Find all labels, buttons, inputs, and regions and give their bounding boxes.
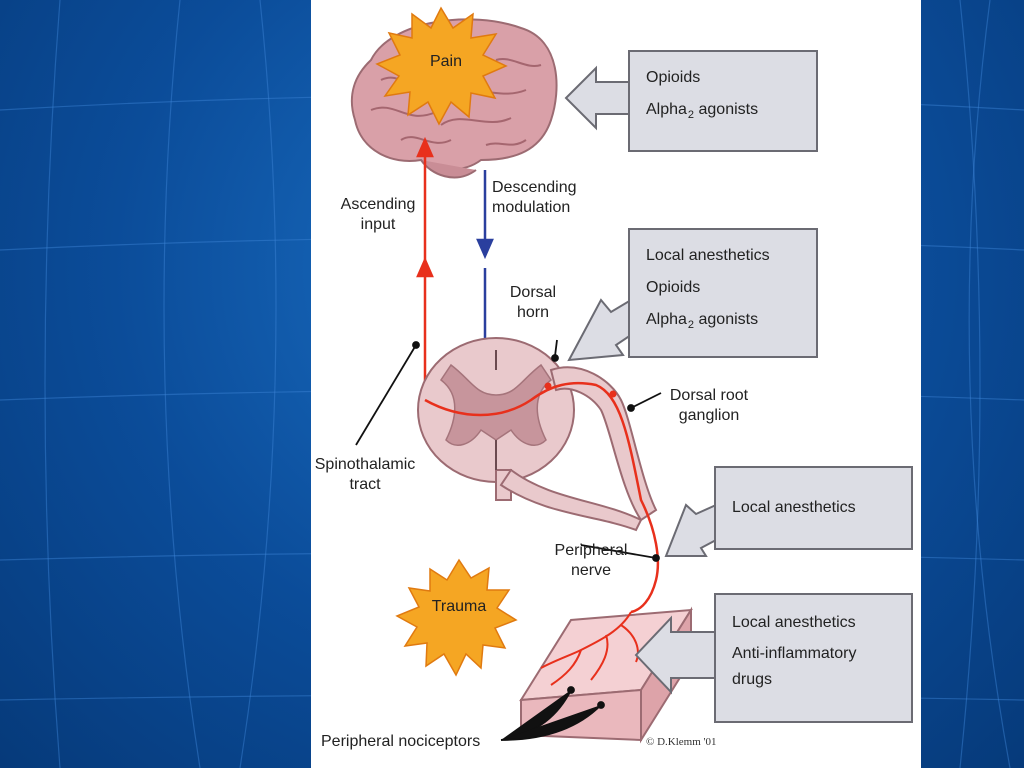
credit-text: © D.Klemm '01 [646, 736, 717, 748]
spinal-drug-opioids: Opioids [646, 279, 701, 296]
brain-drugs-box: Opioids Alpha2 agonists [628, 50, 818, 152]
spinal-drug-local-anesthetics: Local anesthetics [646, 247, 770, 264]
dorsal-root [499, 366, 658, 532]
pointer-arrows [564, 65, 717, 695]
diagram-panel: Pain Trauma Ascending input Descending m… [311, 0, 921, 768]
pain-label: Pain [429, 53, 463, 70]
pain-pathway [424, 381, 660, 614]
spinothalamic-tract-line2: tract [349, 476, 381, 493]
ascending-arrow [416, 136, 434, 400]
descending-arrow [476, 170, 494, 370]
trauma-label: Trauma [431, 598, 487, 615]
tissue-drugs-box: Local anesthetics Anti-inflammatory drug… [714, 593, 913, 723]
tissue-drug-drugs: drugs [732, 671, 773, 688]
pain-burst [375, 6, 508, 126]
alpha-text: Alpha [646, 311, 687, 328]
dorsal-root-ganglion-line1: Dorsal root [669, 387, 749, 404]
diagram-artwork [350, 6, 717, 744]
agonists-text: agonists [694, 101, 759, 118]
alpha-text: Alpha [646, 101, 687, 118]
ascending-input-label: Ascending input [333, 195, 423, 235]
trauma-burst [395, 558, 518, 677]
descending-modulation-label: Descending modulation [492, 178, 577, 218]
peripheral-nociceptors-label: Peripheral nociceptors [321, 733, 481, 750]
spinothalamic-tract-line1: Spinothalamic [314, 456, 416, 473]
peripheral-nerve-line1: Peripheral [554, 542, 628, 559]
brain-drug-alpha2: Alpha2 agonists [646, 94, 800, 131]
peripheral-nerve-label: Peripheral nerve [547, 541, 635, 581]
ascending-input-line2: input [360, 216, 396, 233]
peripheral-nerve-line2: nerve [570, 562, 612, 579]
spinal-drugs-box: Local anesthetics Opioids Alpha2 agonist… [628, 228, 818, 358]
pointer-lines [355, 339, 662, 741]
brain-drug-opioids: Opioids [646, 69, 701, 86]
dorsal-root-ganglion-line2: ganglion [678, 407, 740, 424]
ascending-input-line1: Ascending [340, 196, 416, 213]
dorsal-horn-line1: Dorsal [509, 284, 557, 301]
descending-modulation-line2: modulation [492, 199, 571, 216]
descending-modulation-line1: Descending [492, 179, 577, 196]
dorsal-horn-label: Dorsal horn [499, 283, 567, 323]
agonists-text: agonists [694, 311, 759, 328]
tissue-drug-anti-inflammatory: Anti-inflammatory [732, 645, 857, 662]
tissue-drug-local-anesthetics: Local anesthetics [732, 614, 856, 631]
nerve-drugs-box: Local anesthetics [714, 466, 913, 550]
dorsal-root-ganglion-label: Dorsal root ganglion [659, 386, 759, 426]
nerve-drug-local-anesthetics: Local anesthetics [732, 499, 856, 516]
dorsal-horn-line2: horn [516, 304, 550, 321]
alpha-subscript: 2 [687, 109, 695, 121]
spinal-drug-alpha2: Alpha2 agonists [646, 304, 800, 341]
alpha-subscript: 2 [687, 319, 695, 331]
spinothalamic-tract-label: Spinothalamic tract [311, 455, 419, 495]
spinal-cord-section [417, 337, 575, 501]
